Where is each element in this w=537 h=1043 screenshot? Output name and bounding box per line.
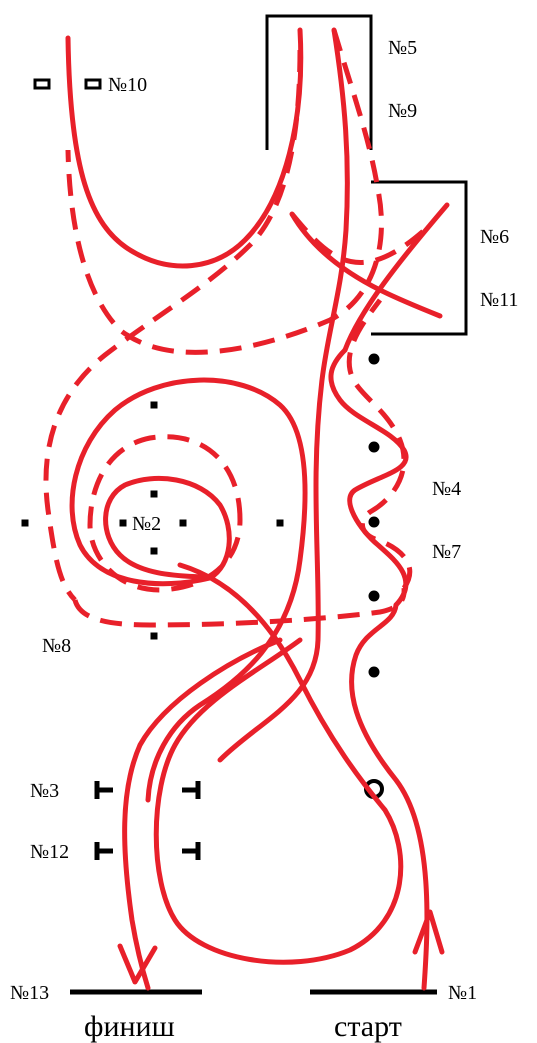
marker-10-left bbox=[33, 78, 51, 90]
label-10: №10 bbox=[108, 74, 147, 96]
slalom-dot-4 bbox=[368, 590, 380, 602]
dot-2-left bbox=[119, 519, 127, 527]
label-9: №9 bbox=[388, 100, 417, 122]
route-loop-8-dash bbox=[72, 587, 407, 628]
label-2: №2 bbox=[132, 513, 161, 535]
label-11: №11 bbox=[480, 289, 518, 311]
route-diagonal-11 bbox=[289, 211, 443, 319]
label-7: №7 bbox=[432, 541, 461, 563]
start-label: старт bbox=[334, 1010, 402, 1043]
dot-2-top bbox=[150, 490, 158, 498]
route bbox=[43, 27, 450, 991]
start-arrow bbox=[412, 909, 445, 955]
route-start-entry bbox=[349, 602, 430, 991]
slalom-dot-1 bbox=[368, 353, 380, 365]
route-circle-2 bbox=[103, 475, 232, 581]
dot-8-top bbox=[150, 401, 158, 409]
gate-5-9 bbox=[265, 14, 373, 150]
label-13: №13 bbox=[10, 982, 49, 1004]
label-5: №5 bbox=[388, 37, 417, 59]
route-slalom bbox=[328, 347, 409, 608]
label-1: №1 bbox=[448, 982, 477, 1004]
dot-8-right bbox=[276, 519, 284, 527]
route-hairpin-9-dash bbox=[65, 29, 384, 355]
route-diagonal-6 bbox=[342, 202, 450, 353]
gate-3-right bbox=[182, 781, 201, 799]
gate-12-right bbox=[182, 842, 201, 860]
finish-label: финиш bbox=[84, 1010, 175, 1043]
obstacles bbox=[21, 14, 468, 995]
route-loop-2-dash bbox=[87, 434, 243, 593]
dot-8-left bbox=[21, 519, 29, 527]
labels: №5 №9 №10 №6 №11 №4 №7 №2 №8 №3 №12 №13 … bbox=[10, 37, 518, 1043]
marker-10-right bbox=[84, 78, 102, 90]
gate-12-left bbox=[94, 842, 113, 860]
route-final bbox=[122, 637, 283, 991]
label-4: №4 bbox=[432, 478, 461, 500]
slalom-dot-5 bbox=[368, 666, 380, 678]
route-hairpin-9-left-dash bbox=[43, 49, 303, 602]
slalom-dot-3 bbox=[368, 516, 380, 528]
label-8: №8 bbox=[42, 635, 71, 657]
slalom-dot-2 bbox=[368, 441, 380, 453]
route-hairpin-5-left bbox=[65, 27, 304, 269]
gate-3-left bbox=[94, 781, 113, 799]
label-6: №6 bbox=[480, 226, 509, 248]
route-diagonal-6-dash bbox=[290, 212, 432, 265]
gate-6-11 bbox=[371, 180, 468, 336]
label-12: №12 bbox=[30, 841, 69, 863]
route-hairpin-5 bbox=[217, 27, 350, 763]
finish-arrow bbox=[117, 943, 158, 985]
route-lower-loop bbox=[153, 562, 404, 965]
label-3: №3 bbox=[30, 780, 59, 802]
dot-2-right bbox=[179, 519, 187, 527]
dot-8-bottom bbox=[150, 632, 158, 640]
route-slalom-return bbox=[346, 298, 413, 590]
route-loop-8 bbox=[69, 377, 308, 803]
dot-2-bottom bbox=[150, 547, 158, 555]
